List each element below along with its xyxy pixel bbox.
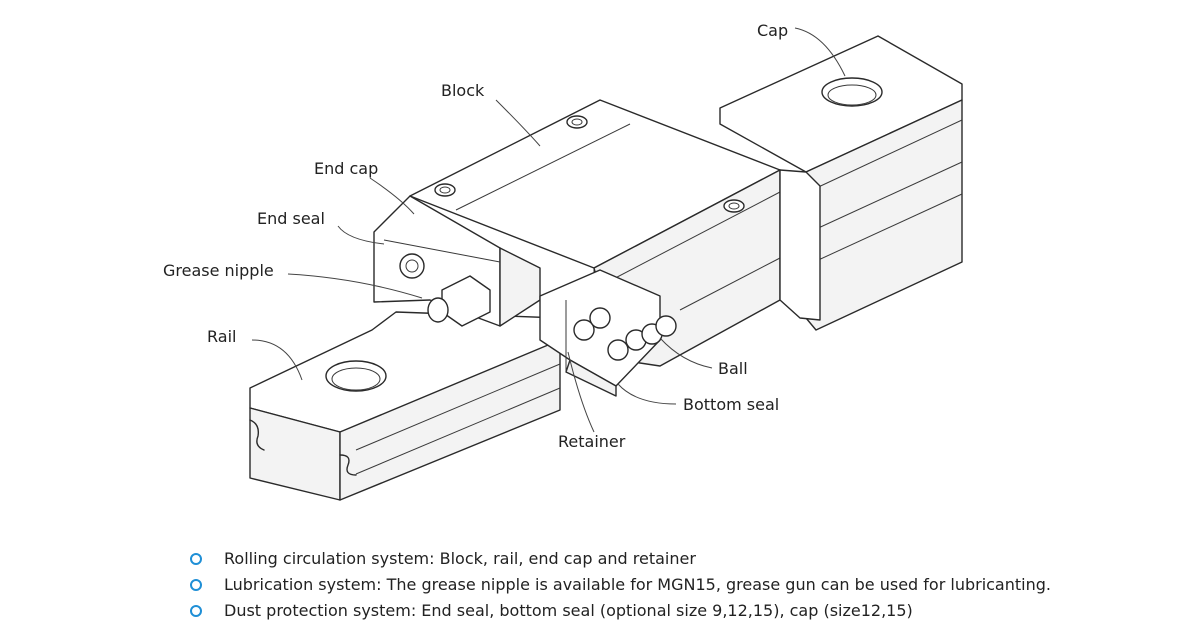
label-rail: Rail (207, 327, 236, 346)
balls (573, 307, 677, 361)
ring-bullet-icon (190, 605, 202, 617)
end-cap-rear (779, 169, 821, 321)
linear-guide-diagram: Cap Block End cap End seal Grease nipple… (163, 21, 963, 501)
feature-list: Rolling circulation system: Block, rail,… (190, 546, 1051, 624)
feature-item: Rolling circulation system: Block, rail,… (190, 546, 1051, 572)
label-ball: Ball (718, 359, 748, 378)
label-end-seal: End seal (257, 209, 325, 228)
feature-text: Lubrication system: The grease nipple is… (224, 575, 1051, 594)
feature-text: Dust protection system: End seal, bottom… (224, 601, 913, 620)
leader-lines (251, 27, 846, 433)
grease-nipple (427, 275, 491, 327)
label-retainer: Retainer (558, 432, 626, 451)
label-grease-nipple: Grease nipple (163, 261, 274, 280)
feature-text: Rolling circulation system: Block, rail,… (224, 549, 696, 568)
ring-bullet-icon (190, 553, 202, 565)
rail-far-section (719, 35, 963, 331)
rail-near-section (249, 311, 561, 501)
part-labels: Cap Block End cap End seal Grease nipple… (163, 21, 788, 451)
label-cap: Cap (757, 21, 788, 40)
label-end-cap: End cap (314, 159, 378, 178)
ring-bullet-icon (190, 579, 202, 591)
feature-item: Dust protection system: End seal, bottom… (190, 598, 1051, 624)
feature-item: Lubrication system: The grease nipple is… (190, 572, 1051, 598)
label-bottom-seal: Bottom seal (683, 395, 779, 414)
label-block: Block (441, 81, 485, 100)
